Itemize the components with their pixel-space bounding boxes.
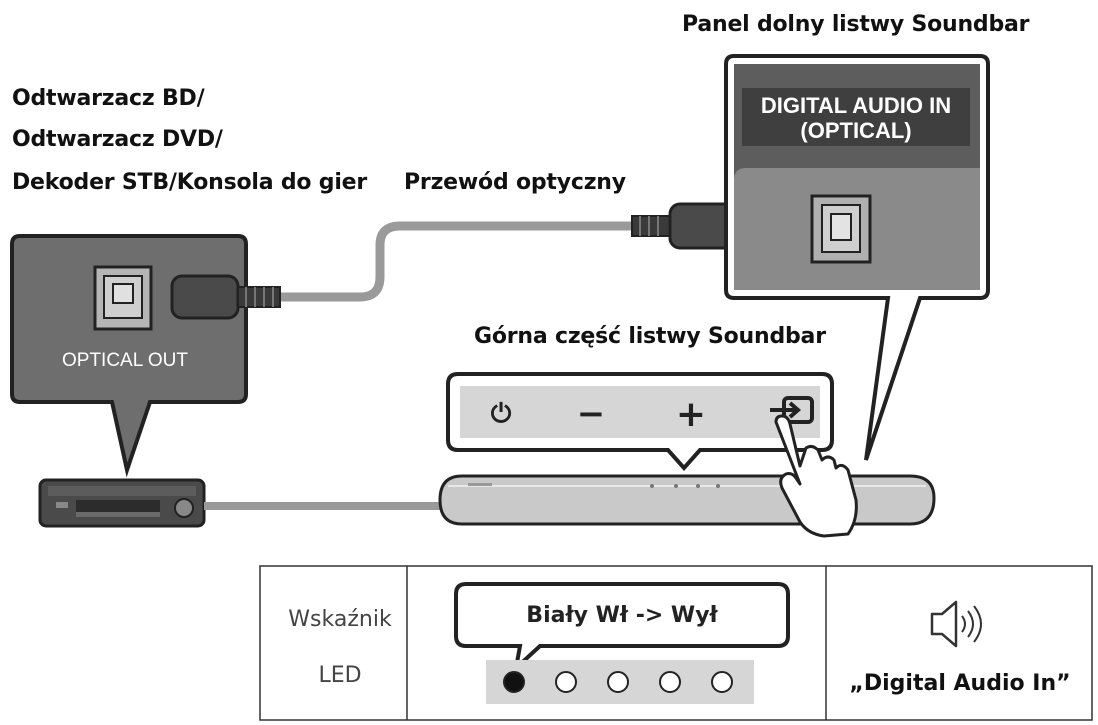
led-dot — [607, 671, 629, 693]
led-status-table: Wskaźnik LED Biały Wł -> Wył „Digital Au… — [259, 565, 1093, 721]
optical-out-label: OPTICAL OUT — [62, 350, 188, 371]
led-dot — [555, 671, 577, 693]
optical-plug-source — [170, 274, 281, 320]
bottom-panel-title: Panel dolny listwy Soundbar — [682, 12, 1030, 37]
pointing-hand-icon — [774, 414, 858, 538]
led-dot-active — [503, 671, 525, 693]
led-dots — [503, 671, 733, 693]
volume-up-button[interactable]: + — [676, 394, 706, 435]
bottom-panel-callout: DIGITAL AUDIO IN (OPTICAL) — [724, 54, 990, 461]
digital-audio-in-label-line2: (OPTICAL) — [800, 118, 911, 143]
source-device-label-line3: Dekoder STB/Konsola do gier — [12, 170, 368, 195]
digital-audio-in-label-line1: DIGITAL AUDIO IN — [761, 93, 951, 118]
optical-cable — [275, 221, 641, 302]
volume-down-button[interactable]: − — [577, 394, 606, 434]
digital-audio-in-port-icon — [810, 194, 872, 264]
led-dot — [659, 671, 681, 693]
led-indicator-label-line2: LED — [318, 663, 361, 688]
source-device — [38, 478, 206, 528]
led-state-text: Biały Wł -> Wył — [526, 603, 718, 628]
source-button[interactable] — [770, 396, 814, 424]
led-indicator-label-line1: Wskaźnik — [288, 607, 392, 632]
optical-cable-label: Przewód optyczny — [404, 170, 626, 195]
top-panel-callout: ⏻ − + — [446, 372, 834, 472]
power-button[interactable]: ⏻ — [491, 399, 512, 429]
top-panel-title: Górna część listwy Soundbar — [474, 324, 826, 349]
soundbar — [438, 474, 936, 526]
optical-out-callout: OPTICAL OUT — [10, 234, 248, 478]
speaker-icon — [930, 600, 982, 648]
led-dot — [711, 671, 733, 693]
source-device-label-line2: Odtwarzacz DVD/ — [12, 127, 223, 152]
voice-guide-text: „Digital Audio In” — [849, 671, 1070, 696]
optical-out-port-icon — [93, 265, 153, 331]
source-device-label-line1: Odtwarzacz BD/ — [12, 86, 205, 111]
